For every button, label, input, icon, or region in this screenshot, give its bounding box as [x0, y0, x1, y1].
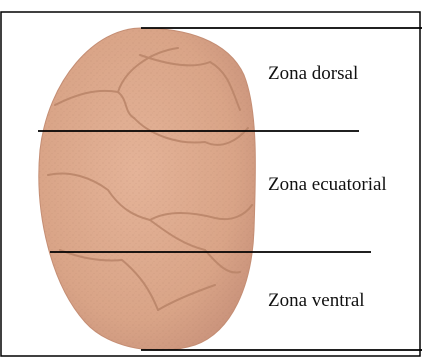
seed-texture — [39, 28, 256, 350]
label-zona-ecuatorial: Zona ecuatorial — [268, 174, 387, 196]
label-zona-ventral: Zona ventral — [268, 290, 365, 312]
label-zona-dorsal: Zona dorsal — [268, 63, 358, 85]
